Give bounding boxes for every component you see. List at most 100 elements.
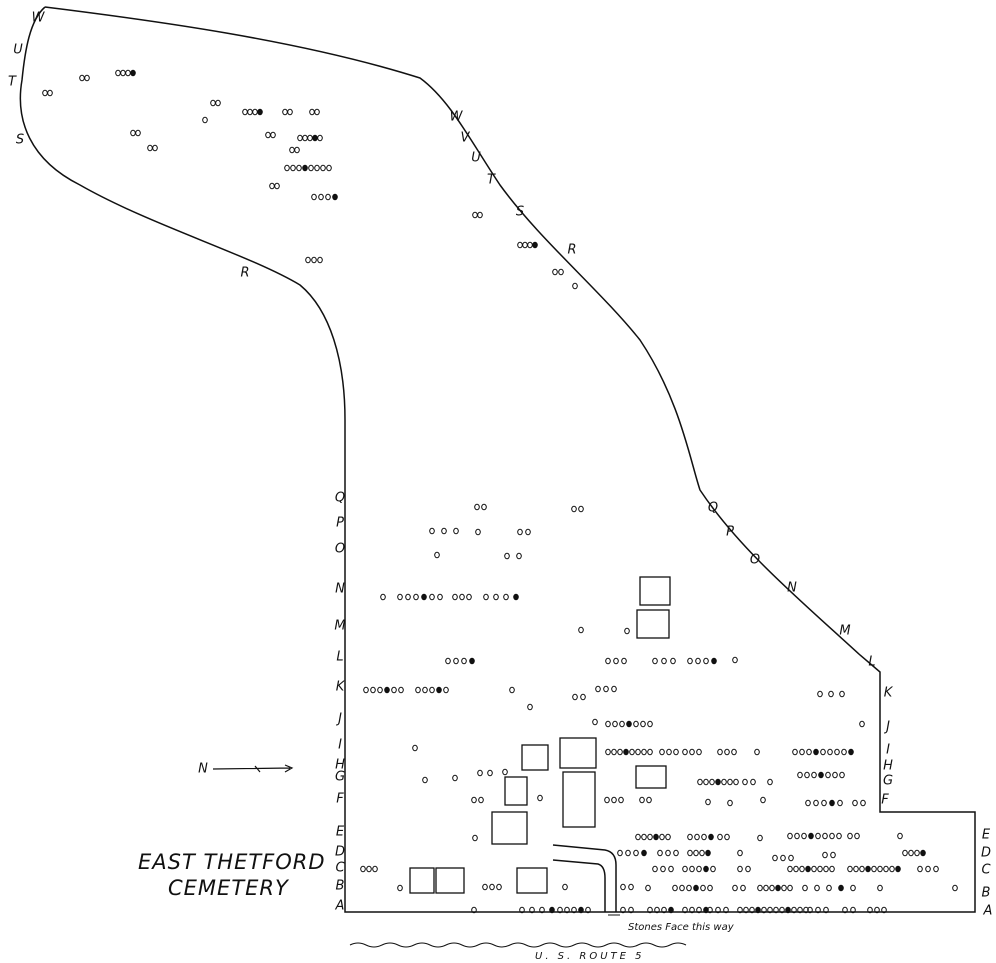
gravestone-marker bbox=[933, 865, 939, 873]
gravestone-marker bbox=[471, 796, 477, 804]
gravestone-marker bbox=[325, 193, 331, 201]
east-row-label: L bbox=[868, 654, 876, 670]
gravestone-marker bbox=[811, 865, 817, 873]
gravestone-marker bbox=[731, 748, 737, 756]
family-plot bbox=[435, 867, 465, 894]
left-row-label: E bbox=[335, 824, 345, 840]
gravestone-marker bbox=[502, 768, 508, 776]
gravestone-marker bbox=[503, 593, 509, 601]
gravestone-marker bbox=[152, 144, 158, 152]
gravestone-marker bbox=[814, 884, 820, 892]
gravestone-marker bbox=[707, 884, 713, 892]
gravestone-marker bbox=[605, 720, 611, 728]
gravestone-marker bbox=[817, 865, 823, 873]
right-row-label: C bbox=[981, 862, 991, 878]
gravestone-marker bbox=[578, 505, 584, 513]
gravestone-marker bbox=[761, 906, 767, 914]
gravestone-marker bbox=[740, 884, 746, 892]
gravestone-marker bbox=[483, 593, 489, 601]
gravestone-marker bbox=[703, 865, 709, 873]
gravestone-marker bbox=[482, 883, 488, 891]
right-row-label: I bbox=[886, 742, 890, 758]
gravestone-marker bbox=[687, 657, 693, 665]
gravestone-marker bbox=[377, 686, 383, 694]
cemetery-boundary bbox=[19, 6, 976, 913]
gravestone-marker bbox=[314, 164, 320, 172]
gravestone-marker bbox=[841, 748, 847, 756]
gravestone-marker bbox=[332, 193, 338, 201]
gravestone-marker bbox=[727, 778, 733, 786]
west-row-label: W bbox=[31, 10, 45, 26]
gravestone-marker bbox=[763, 884, 769, 892]
gravestone-marker bbox=[709, 778, 715, 786]
gravestone-marker bbox=[695, 657, 701, 665]
gravestone-marker bbox=[629, 748, 635, 756]
gravestone-marker bbox=[801, 832, 807, 840]
gravestone-marker bbox=[309, 108, 315, 116]
east-row-label: Q bbox=[707, 500, 719, 516]
left-row-label: G bbox=[334, 769, 346, 785]
gravestone-marker bbox=[527, 241, 533, 249]
gravestone-marker bbox=[839, 690, 845, 698]
map-title-line2: CEMETERY bbox=[168, 876, 289, 900]
east-row-label: U bbox=[471, 150, 481, 166]
family-plot bbox=[516, 867, 548, 894]
gravestone-marker bbox=[397, 884, 403, 892]
north-label: N bbox=[198, 761, 208, 777]
gravestone-marker bbox=[474, 503, 480, 511]
gravestone-marker bbox=[804, 771, 810, 779]
gravestone-marker bbox=[478, 796, 484, 804]
gravestone-marker bbox=[832, 771, 838, 779]
gravestone-marker bbox=[666, 748, 672, 756]
gravestone-marker bbox=[703, 778, 709, 786]
gravestone-marker bbox=[571, 906, 577, 914]
gravestone-marker bbox=[623, 748, 629, 756]
gravestone-marker bbox=[829, 799, 835, 807]
gravestone-marker bbox=[620, 883, 626, 891]
gravestone-marker bbox=[717, 833, 723, 841]
gravestone-marker bbox=[532, 241, 538, 249]
gravestone-marker bbox=[807, 906, 813, 914]
gravestone-marker bbox=[147, 144, 153, 152]
gravestone-marker bbox=[42, 89, 48, 97]
gravestone-marker bbox=[633, 849, 639, 857]
gravestone-marker bbox=[874, 906, 880, 914]
gravestone-marker bbox=[785, 906, 791, 914]
gravestone-marker bbox=[572, 693, 578, 701]
gravestone-marker bbox=[829, 832, 835, 840]
left-row-label: N bbox=[335, 581, 345, 597]
gravestone-marker bbox=[647, 720, 653, 728]
gravestone-marker bbox=[422, 776, 428, 784]
route-5-road bbox=[349, 942, 687, 948]
gravestone-marker bbox=[552, 268, 558, 276]
gravestone-marker bbox=[641, 833, 647, 841]
gravestone-marker bbox=[415, 686, 421, 694]
driveway bbox=[552, 844, 617, 912]
gravestone-marker bbox=[580, 693, 586, 701]
gravestone-marker bbox=[799, 865, 805, 873]
gravestone-marker bbox=[620, 906, 626, 914]
gravestone-marker bbox=[767, 906, 773, 914]
gravestone-marker bbox=[215, 99, 221, 107]
gravestone-marker bbox=[703, 906, 709, 914]
gravestone-marker bbox=[754, 748, 760, 756]
gravestone-marker bbox=[757, 884, 763, 892]
gravestone-marker bbox=[297, 134, 303, 142]
gravestone-marker bbox=[398, 686, 404, 694]
gravestone-marker bbox=[257, 108, 263, 116]
gravestone-marker bbox=[621, 657, 627, 665]
gravestone-marker bbox=[694, 833, 700, 841]
gravestone-marker bbox=[670, 657, 676, 665]
gravestone-marker bbox=[611, 685, 617, 693]
gravestone-marker bbox=[308, 164, 314, 172]
gravestone-marker bbox=[925, 865, 931, 873]
family-plot bbox=[635, 765, 667, 789]
gravestone-marker bbox=[635, 833, 641, 841]
east-row-label: S bbox=[515, 204, 525, 220]
gravestone-marker bbox=[794, 832, 800, 840]
gravestone-marker bbox=[883, 865, 889, 873]
gravestone-marker bbox=[641, 849, 647, 857]
gravestone-marker bbox=[496, 883, 502, 891]
gravestone-marker bbox=[787, 832, 793, 840]
gravestone-marker bbox=[274, 182, 280, 190]
